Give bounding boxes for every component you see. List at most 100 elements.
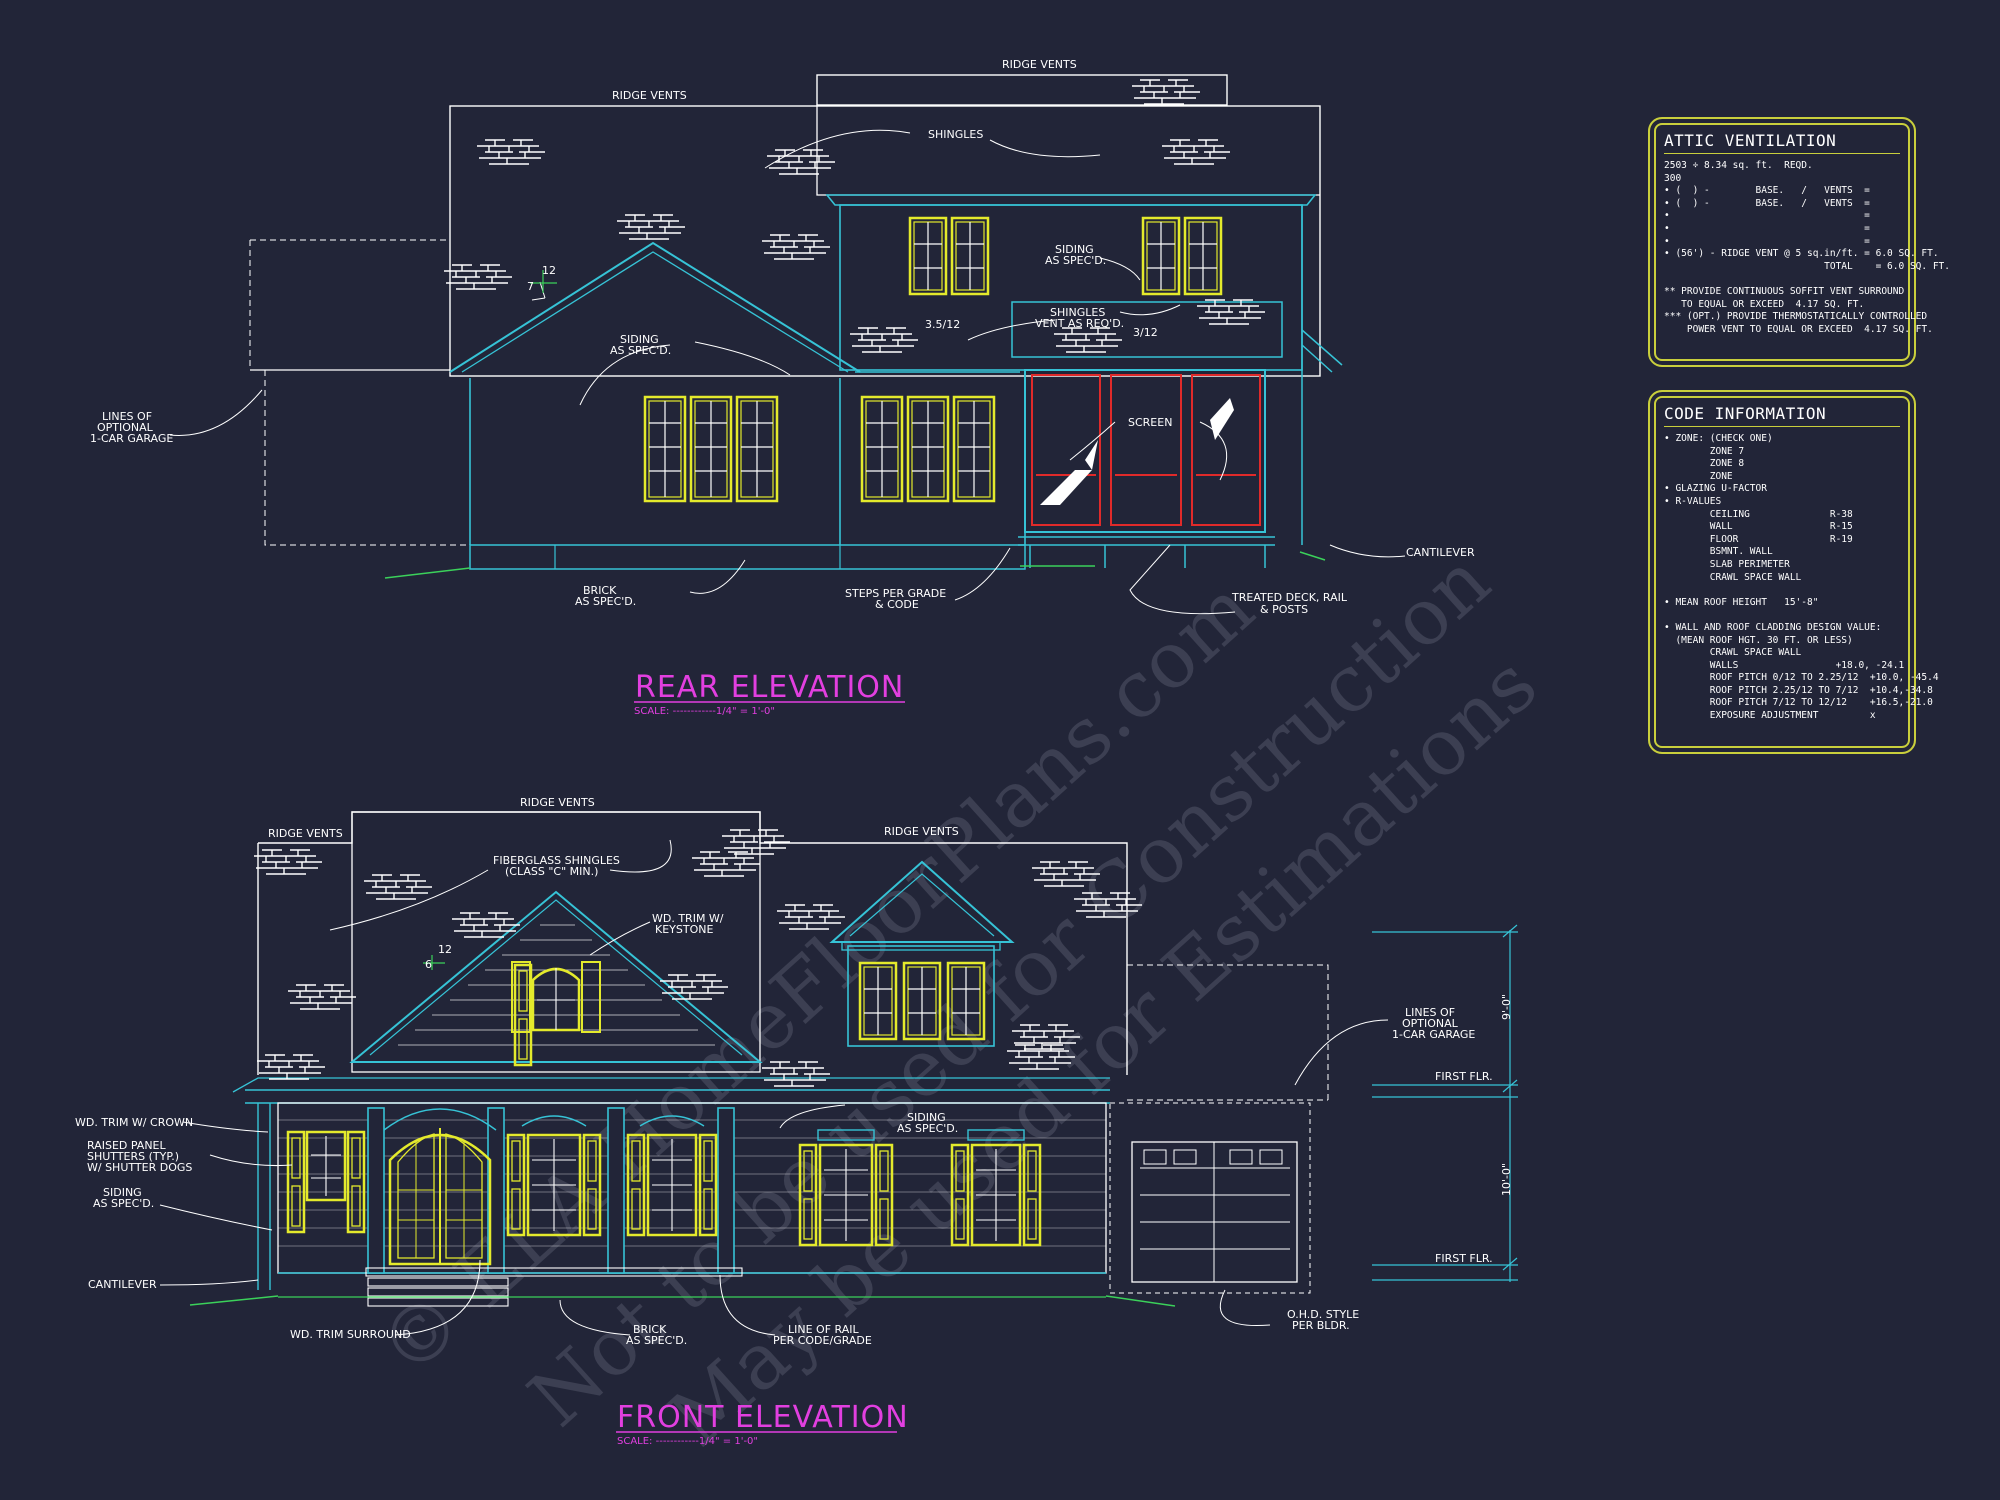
attic-line: • = — [1664, 210, 1870, 222]
front-trim-keystone-b: KEYSTONE — [655, 923, 713, 936]
code-line: CEILING R-38 — [1664, 508, 1853, 520]
attic-ventilation-title: ATTIC VENTILATION — [1664, 131, 1900, 154]
code-line: ZONE 7 — [1664, 445, 1745, 457]
rear-pitch-3b: 7 — [527, 280, 534, 293]
attic-line: • ( ) - BASE. / VENTS = — [1664, 197, 1870, 209]
attic-line: 2503 ÷ 8.34 sq. ft. REQD. — [1664, 160, 1813, 171]
front-garage-b: OPTIONAL — [1402, 1017, 1459, 1030]
front-first-flr-1: FIRST FLR. — [1435, 1070, 1493, 1083]
rear-steps-a: STEPS PER GRADE — [845, 587, 946, 600]
code-line: BSMNT. WALL — [1664, 546, 1773, 558]
attic-line — [1664, 273, 1900, 286]
code-information-panel: CODE INFORMATION • ZONE: (CHECK ONE) ZON… — [1648, 390, 1939, 754]
rear-window-upper-right — [1141, 216, 1223, 296]
front-ohd-b: PER BLDR. — [1292, 1319, 1350, 1332]
rear-pitch-3: 12 — [542, 264, 556, 277]
front-siding-left-b: AS SPEC'D. — [93, 1197, 154, 1210]
front-dim-2: 10'-0" — [1500, 1163, 1513, 1196]
code-line: CRAWL SPACE WALL — [1664, 571, 1802, 583]
front-entry-door — [383, 1108, 497, 1266]
front-ridge-vents-3: RIDGE VENTS — [884, 825, 959, 838]
front-dormer-window — [858, 961, 986, 1041]
rear-deck-a: TREATED DECK, RAIL — [1231, 591, 1348, 604]
rear-siding-note-2a: SIDING — [1055, 243, 1094, 256]
front-porch-window-1 — [506, 1115, 602, 1237]
rear-steps-b: & CODE — [875, 598, 919, 611]
code-line: • ZONE: (CHECK ONE) — [1664, 433, 1773, 444]
code-line: SLAB PERIMETER — [1664, 558, 1790, 570]
rear-screen-note: SCREEN — [1128, 416, 1172, 429]
front-siding-mid-a: SIDING — [907, 1111, 946, 1124]
front-trim-keystone-a: WD. TRIM W/ — [652, 912, 724, 925]
attic-line: TO EQUAL OR EXCEED 4.17 SQ. FT. — [1664, 298, 1865, 310]
front-gable-window — [511, 961, 601, 1067]
front-shutters-b: SHUTTERS (TYP.) — [87, 1150, 179, 1163]
code-line: ZONE — [1664, 470, 1733, 482]
attic-line: *** (OPT.) PROVIDE THERMOSTATICALLY CONT… — [1664, 311, 1928, 323]
rear-brick-b: AS SPEC'D. — [575, 595, 636, 608]
rear-window-upper-left — [908, 216, 990, 296]
front-dim-1: 9'-0" — [1500, 994, 1513, 1020]
rear-window-left — [643, 395, 779, 503]
code-line: ROOF PITCH 0/12 TO 2.25/12 +10.0, -45.4 — [1664, 672, 1939, 684]
front-right-window-2 — [950, 1129, 1042, 1247]
front-first-flr-2: FIRST FLR. — [1435, 1252, 1493, 1265]
rear-garage-a: LINES OF — [102, 410, 152, 423]
attic-line: • = — [1664, 222, 1870, 234]
front-rail-a: LINE OF RAIL — [788, 1323, 859, 1336]
front-elevation-drawing: RIDGE VENTS RIDGE VENTS RIDGE VENTS FIBE… — [75, 796, 1518, 1447]
front-ohd-a: O.H.D. STYLE — [1287, 1308, 1359, 1321]
code-line: • MEAN ROOF HEIGHT 15'-8" — [1664, 596, 1819, 608]
front-porch-window-2 — [626, 1115, 718, 1237]
front-siding-mid-b: AS SPEC'D. — [897, 1122, 958, 1135]
front-right-window-1 — [798, 1129, 894, 1247]
code-line: • R-VALUES — [1664, 495, 1722, 507]
rear-siding-note-2b: AS SPEC'D. — [1045, 254, 1106, 267]
rear-siding-note-1b: AS SPEC'D. — [610, 344, 671, 357]
front-pitch-b: 6 — [425, 958, 432, 971]
attic-line: • (56') - RIDGE VENT @ 5 sq.in/ft. = 6.0… — [1664, 248, 1939, 260]
rear-elevation-scale: SCALE: ------------1/4" = 1'-0" — [634, 706, 775, 717]
front-left-window — [286, 1130, 366, 1234]
front-rail-b: PER CODE/GRADE — [773, 1334, 872, 1347]
code-line: CRAWL SPACE WALL — [1664, 647, 1802, 659]
rear-cantilever-note: CANTILEVER — [1406, 546, 1475, 559]
code-line: WALLS +18.0, -24.1 — [1664, 659, 1905, 671]
front-cantilever: CANTILEVER — [88, 1278, 157, 1291]
code-information-title: CODE INFORMATION — [1664, 404, 1900, 427]
front-ridge-vents-2: RIDGE VENTS — [268, 827, 343, 840]
code-line: (MEAN ROOF HGT. 30 FT. OR LESS) — [1664, 634, 1853, 646]
front-fiberglass-a: FIBERGLASS SHINGLES — [493, 854, 620, 867]
front-trim-surround: WD. TRIM SURROUND — [290, 1328, 411, 1341]
code-line: FLOOR R-19 — [1664, 533, 1853, 545]
attic-ventilation-lines: 2503 ÷ 8.34 sq. ft. REQD.300 • ( ) - BASE… — [1664, 160, 1950, 336]
attic-line: 300 — [1664, 172, 1682, 184]
attic-line: POWER VENT TO EQUAL OR EXCEED 4.17 SQ. F… — [1664, 323, 1933, 335]
front-garage-a: LINES OF — [1405, 1006, 1455, 1019]
front-brick-a: BRICK — [633, 1323, 667, 1336]
code-line: ROOF PITCH 2.25/12 TO 7/12 +10.4,-34.8 — [1664, 684, 1933, 696]
code-line: ZONE 8 — [1664, 458, 1745, 470]
code-line: • GLAZING U-FACTOR — [1664, 483, 1767, 495]
rear-elevation-title: REAR ELEVATION — [635, 670, 904, 705]
rear-window-mid — [860, 395, 996, 503]
code-line: EXPOSURE ADJUSTMENT x — [1664, 710, 1876, 722]
front-elevation-scale: SCALE: ------------1/4" = 1'-0" — [617, 1436, 758, 1447]
code-line — [1664, 584, 1900, 597]
front-elevation-title: FRONT ELEVATION — [617, 1400, 909, 1435]
code-line: WALL R-15 — [1664, 521, 1853, 533]
rear-brick-a: BRICK — [583, 584, 617, 597]
attic-line: ** PROVIDE CONTINUOUS SOFFIT VENT SURROU… — [1664, 285, 1905, 297]
front-shutters-a: RAISED PANEL — [87, 1139, 166, 1152]
attic-line: • = — [1664, 235, 1870, 247]
front-shutters-c: W/ SHUTTER DOGS — [87, 1161, 192, 1174]
rear-siding-note-1a: SIDING — [620, 333, 659, 346]
code-line — [1664, 609, 1900, 622]
rear-pitch-2: 3/12 — [1133, 326, 1158, 339]
front-brick-b: AS SPEC'D. — [626, 1334, 687, 1347]
rear-deck-b: & POSTS — [1260, 603, 1308, 616]
rear-shingles-vent-a: SHINGLES — [1050, 306, 1105, 319]
front-trim-crown: WD. TRIM W/ CROWN — [75, 1116, 193, 1129]
front-garage-c: 1-CAR GARAGE — [1392, 1028, 1475, 1041]
